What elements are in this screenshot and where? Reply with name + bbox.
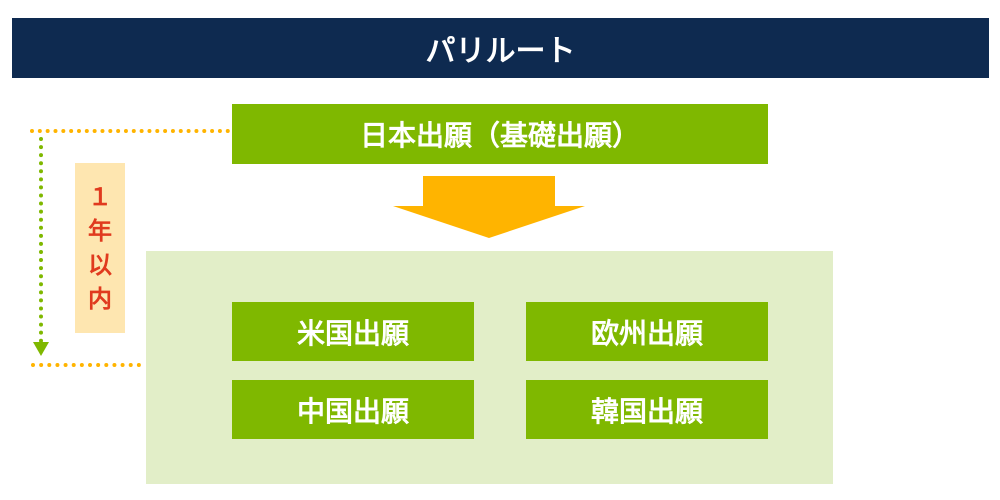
eu-application-box: 欧州出願 — [526, 302, 768, 361]
within-one-year-label: １ 年 以 内 — [75, 163, 125, 333]
korea-application-box: 韓国出願 — [526, 380, 768, 439]
label-char: 以 — [88, 251, 112, 279]
dotted-line-top — [30, 129, 230, 133]
down-arrow-icon — [393, 176, 585, 238]
label-char: 内 — [88, 285, 112, 313]
china-application-box: 中国出願 — [232, 380, 474, 439]
arrow-down-icon — [33, 342, 49, 356]
foreign-applications-panel — [146, 251, 833, 484]
us-application-box: 米国出願 — [232, 302, 474, 361]
page-title: パリルート — [12, 18, 989, 78]
dotted-line-bottom — [31, 363, 141, 367]
japan-application-box: 日本出願（基礎出願） — [232, 104, 768, 164]
label-char: １ — [88, 183, 112, 211]
dotted-line-vertical — [39, 137, 43, 343]
label-char: 年 — [88, 217, 112, 245]
